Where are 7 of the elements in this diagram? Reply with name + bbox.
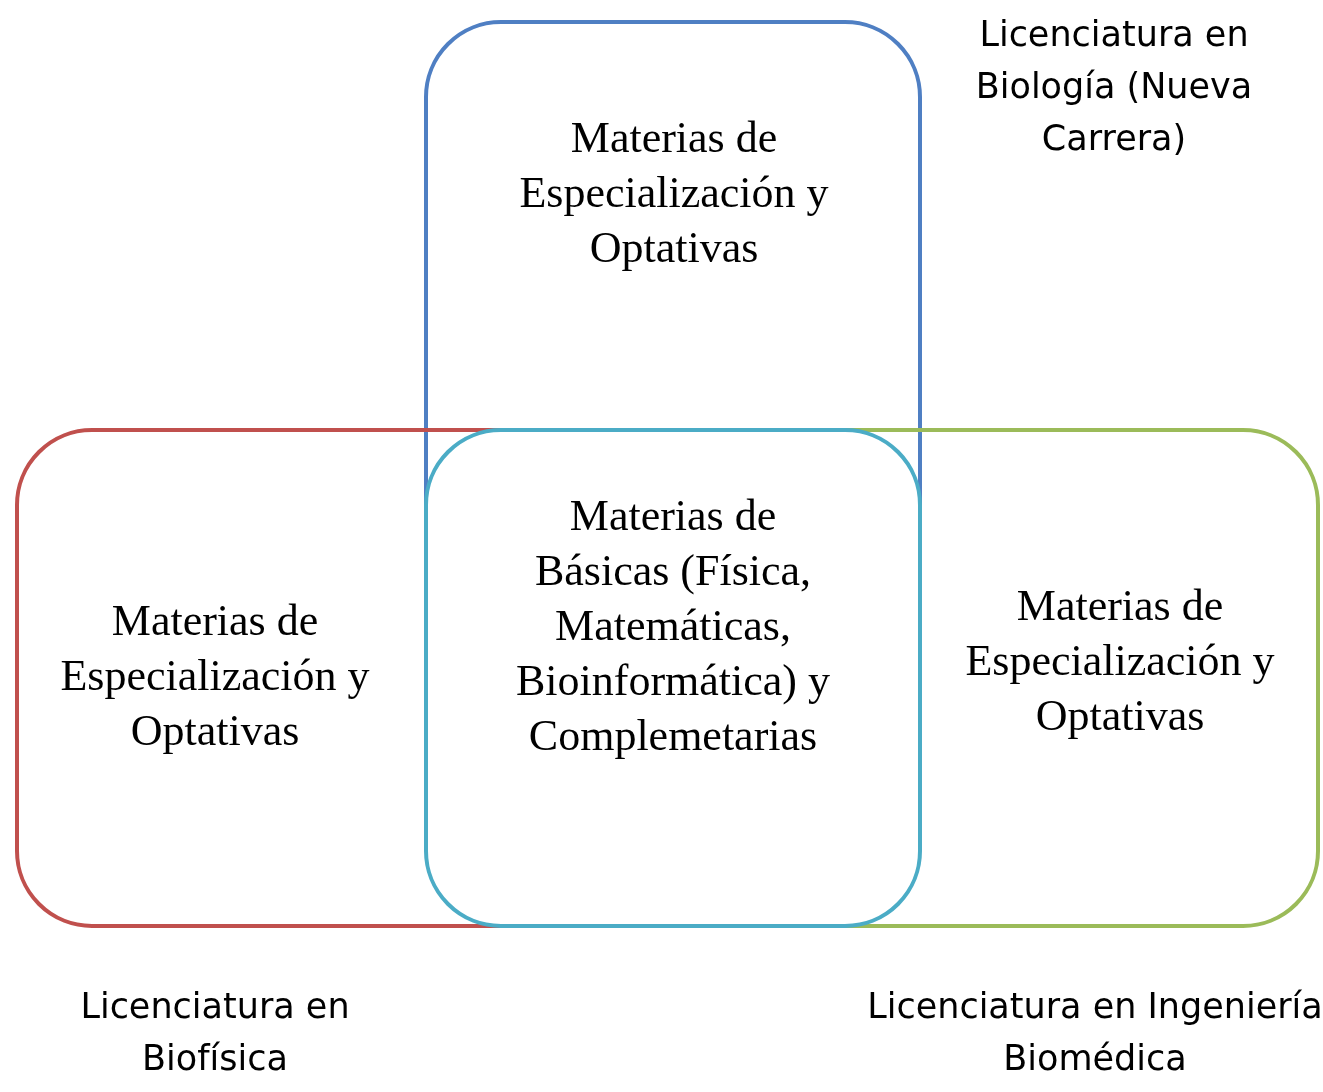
box-text: Materias de Especialización y Optativas (518, 112, 830, 274)
set-heading: Licenciatura en Ingeniería Biomédica (866, 985, 1323, 1080)
box-text: Materias de Especialización y Optativas (964, 580, 1276, 742)
set-heading: Licenciatura en Biofísica (79, 985, 351, 1080)
box-text: Materias de Básicas (Física, Matemáticas, Bioinformática) y Complemetarias (515, 490, 831, 762)
set-heading: Licenciatura en Biología (Nueva Carrera) (974, 13, 1254, 160)
box-text: Materias de Especialización y Optativas (59, 595, 371, 757)
